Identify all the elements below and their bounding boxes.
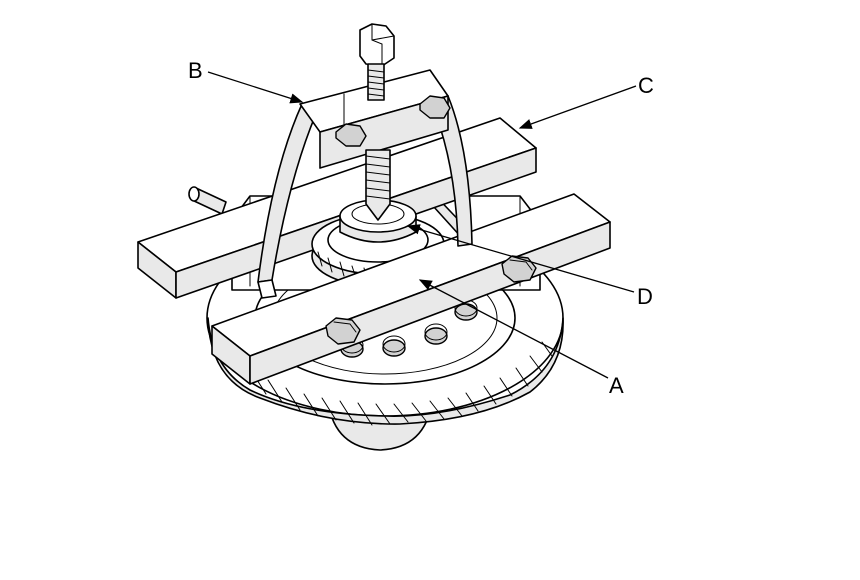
bar-bolts	[325, 255, 537, 345]
leader-d	[406, 224, 635, 293]
forcing-screw	[359, 23, 395, 221]
puller-frame-b	[257, 69, 473, 299]
leader-b	[207, 71, 304, 104]
leader-lines	[207, 71, 637, 379]
callout-label-d: D	[637, 284, 653, 309]
callout-labels: A B C D	[188, 58, 654, 398]
callout-label-b: B	[188, 58, 203, 83]
leader-a	[418, 279, 609, 379]
callout-label-c: C	[638, 73, 654, 98]
leader-c	[518, 85, 637, 129]
attachment-d	[339, 199, 417, 243]
callout-label-a: A	[609, 373, 624, 398]
